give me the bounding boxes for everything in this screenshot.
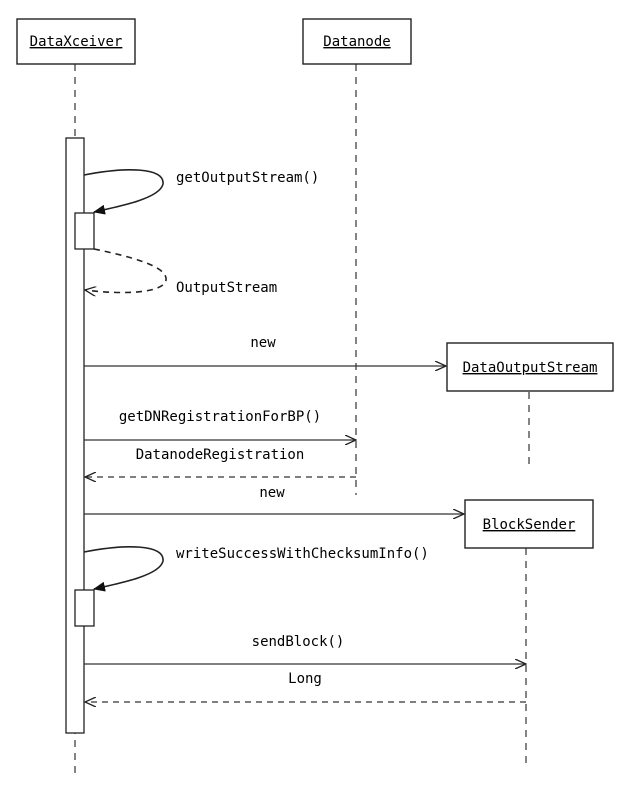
participant-dataxceiver: DataXceiver (16, 18, 136, 65)
participant-datanode: Datanode (302, 18, 412, 65)
activation-dataxceiver-main (65, 137, 85, 734)
self-return-output-stream-arrow (85, 248, 167, 293)
label-long-return: Long (288, 671, 322, 687)
participant-dataoutputstream-label: DataOutputStream (463, 360, 598, 376)
activation-get-output-stream (74, 212, 95, 250)
participant-datanode-label: Datanode (323, 34, 390, 50)
label-send-block: sendBlock() (252, 634, 345, 650)
label-write-success: writeSuccessWithChecksumInfo() (176, 546, 429, 562)
label-get-output-stream: getOutputStream() (176, 170, 319, 186)
self-call-write-success-arrow (83, 546, 164, 592)
participant-dataxceiver-label: DataXceiver (30, 34, 123, 50)
label-get-dn-registration: getDNRegistrationForBP() (119, 409, 321, 425)
participant-blocksender: BlockSender (464, 499, 594, 549)
self-call-get-output-stream-arrow (83, 169, 164, 215)
label-datanode-registration-return: DatanodeRegistration (136, 447, 305, 463)
label-output-stream-return: OutputStream (176, 280, 277, 296)
label-new-data-output-stream: new (250, 335, 276, 351)
participant-dataoutputstream: DataOutputStream (446, 342, 614, 392)
participant-blocksender-label: BlockSender (483, 517, 576, 533)
activation-write-success (74, 589, 95, 627)
label-new-block-sender: new (259, 485, 285, 501)
